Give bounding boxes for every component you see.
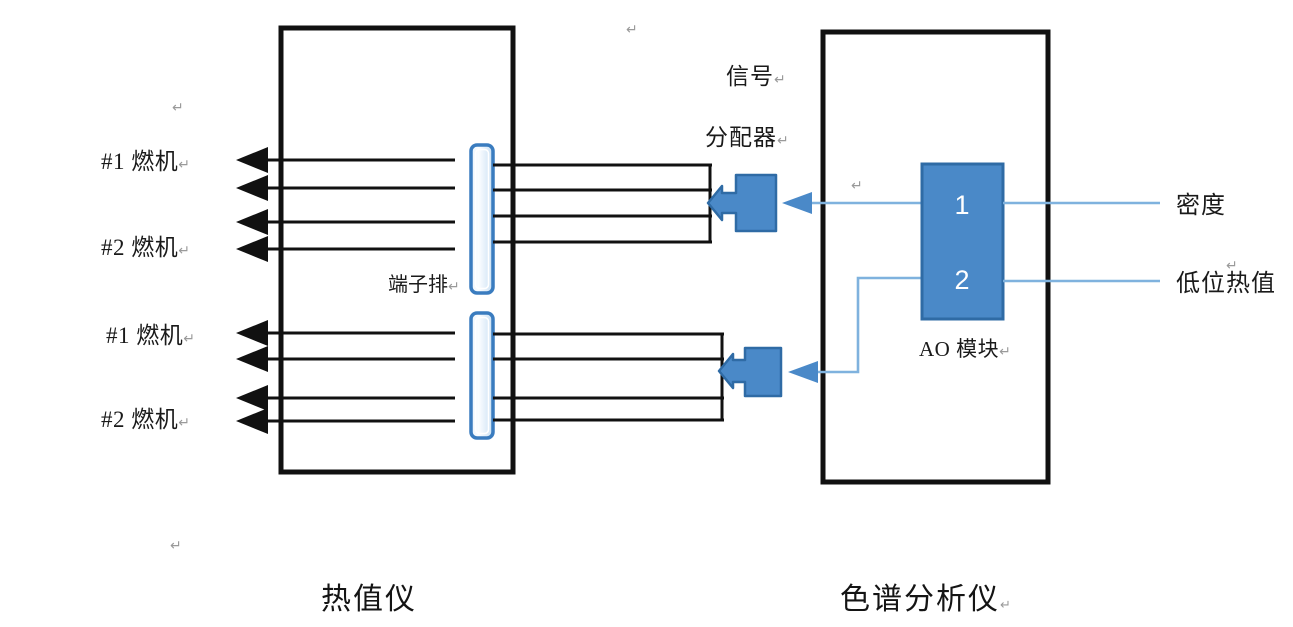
upper-output-lines	[262, 158, 455, 251]
lower-arrowheads	[236, 320, 268, 434]
caption-chromatograph: 色谱分析仪↵	[840, 574, 1013, 618]
lower-manifold-lines	[493, 332, 724, 422]
ao-output-lines-right	[1003, 201, 1160, 283]
stray-mark-3: ↵	[851, 179, 863, 194]
left-label-1: #1 燃机↵	[101, 142, 190, 176]
left-label-4: #2 燃机↵	[101, 400, 190, 434]
right-label-heating-value: 低位热值	[1176, 271, 1276, 297]
terminal-block-upper-inner	[474, 148, 490, 290]
stray-mark-5: ↵	[170, 539, 182, 554]
signal-distributor-label-line1: 信号↵	[726, 57, 787, 91]
signal-distributor-mark-1: ↵	[774, 73, 787, 88]
stray-mark-4: ↵	[1226, 259, 1238, 274]
left-label-2-text: #2 燃机	[101, 235, 179, 260]
terminal-block-lower	[469, 311, 495, 440]
ao-channel-2-number: 2	[954, 265, 969, 295]
lower-output-lines	[262, 331, 455, 423]
left-label-3-mark: ↵	[183, 332, 196, 347]
signal-distributor-lower	[717, 346, 783, 398]
ao-module-label-text: AO 模块	[919, 337, 1000, 361]
upper-manifold-lines	[493, 163, 712, 244]
left-label-4-mark: ↵	[178, 416, 191, 431]
ao-channel-1-signal-path	[782, 192, 925, 214]
terminal-block-label: 端子排↵	[388, 268, 460, 297]
ao-module-label: AO 模块↵	[919, 333, 1011, 363]
left-label-3: #1 燃机↵	[106, 316, 195, 350]
signal-distributor-upper	[706, 173, 778, 233]
ao-channel-1-number: 1	[954, 190, 969, 220]
signal-distributor-mark-2: ↵	[777, 134, 790, 149]
upper-arrowheads	[236, 147, 268, 262]
caption-chromatograph-mark: ↵	[1000, 597, 1013, 612]
ao-module-label-mark: ↵	[999, 345, 1012, 360]
signal-distributor-label-line2-text: 分配器	[705, 125, 777, 150]
terminal-block-upper	[469, 143, 495, 295]
left-label-1-text: #1 燃机	[101, 149, 179, 174]
ao-module-block	[920, 162, 1005, 321]
caption-calorimeter: 热值仪	[321, 583, 417, 616]
ao-channel-2-signal-path	[788, 276, 925, 383]
terminal-block-label-mark: ↵	[448, 280, 460, 295]
left-label-1-mark: ↵	[178, 158, 191, 173]
signal-distributor-label-line1-text: 信号	[726, 64, 774, 89]
left-label-2: #2 燃机↵	[101, 228, 190, 262]
caption-chromatograph-text: 色谱分析仪	[840, 583, 1000, 616]
left-label-2-mark: ↵	[178, 244, 191, 259]
left-label-3-text: #1 燃机	[106, 323, 184, 348]
signal-distributor-label-line2: 分配器↵	[705, 118, 790, 152]
stray-mark-2: ↵	[172, 101, 184, 116]
chromatograph-enclosure	[820, 29, 1051, 485]
terminal-block-label-text: 端子排	[388, 274, 448, 296]
right-label-density: 密度	[1176, 193, 1226, 219]
stray-mark-1: ↵	[626, 23, 638, 38]
left-label-4-text: #2 燃机	[101, 407, 179, 432]
terminal-block-lower-inner	[474, 316, 490, 435]
